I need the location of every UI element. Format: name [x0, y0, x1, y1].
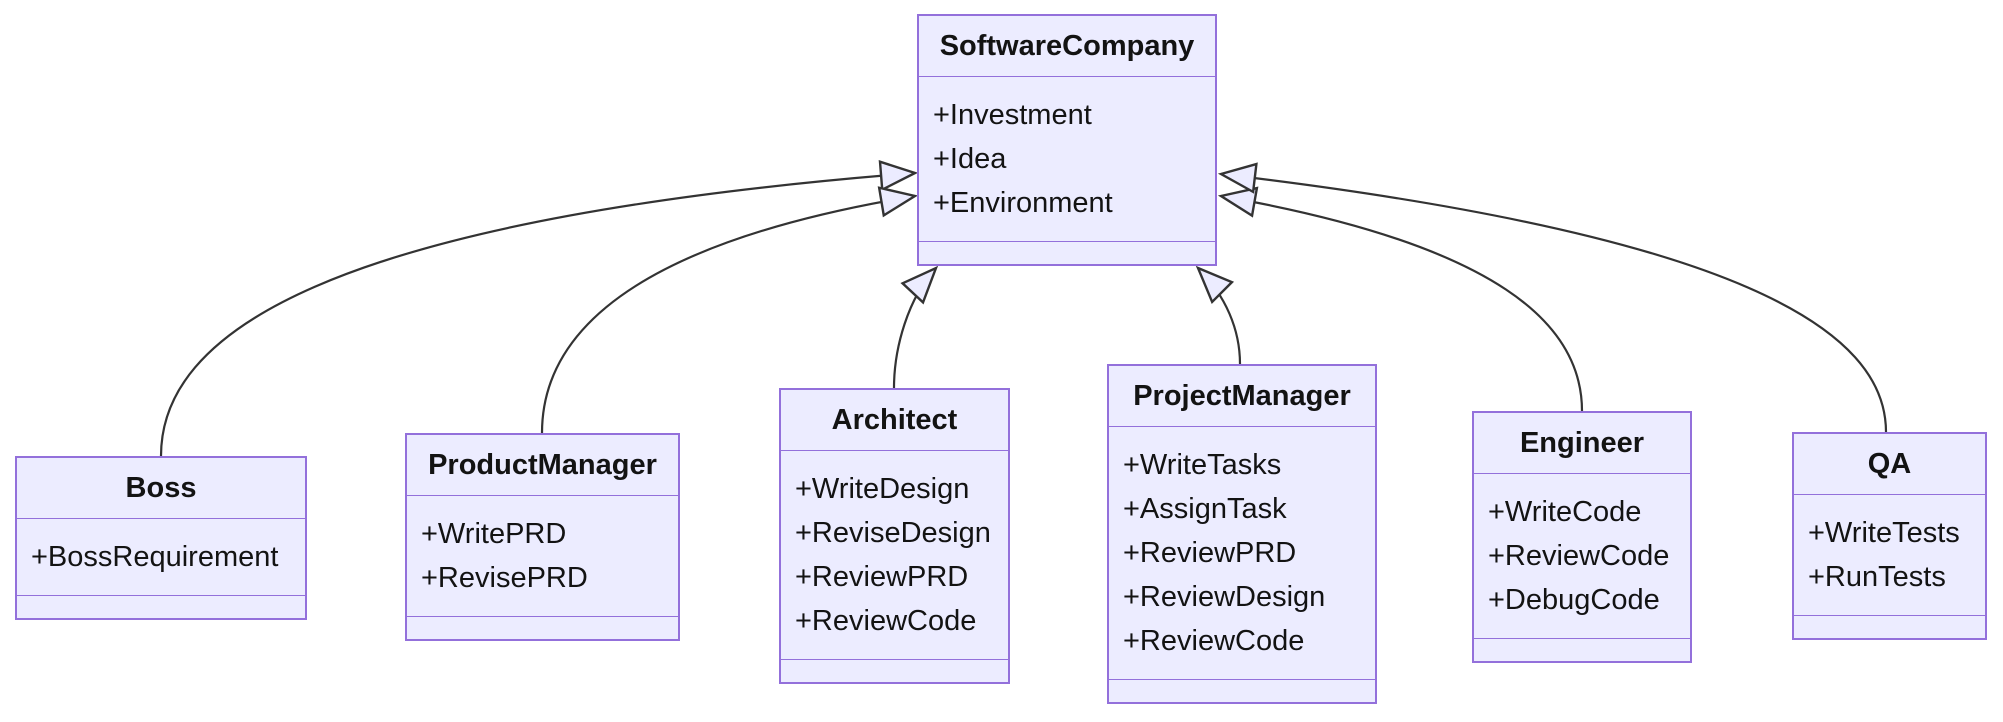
edge-boss-to-softwarecompany [159, 173, 915, 457]
class-softwarecompany[interactable]: SoftwareCompany +Investment +Idea +Envir… [917, 14, 1217, 266]
edge-engineer-to-softwarecompany [1221, 196, 1584, 412]
class-attribute: +BossRequirement [31, 541, 279, 573]
class-title: SoftwareCompany [919, 16, 1215, 77]
class-attribute: +ReviseDesign [795, 517, 991, 549]
class-attribute: +AssignTask [1123, 493, 1287, 525]
class-attribute: +WriteCode [1488, 496, 1642, 528]
class-methods-empty [781, 659, 1008, 682]
class-title: Boss [17, 458, 305, 519]
class-attribute: +DebugCode [1488, 584, 1660, 616]
class-boss[interactable]: Boss +BossRequirement [15, 456, 307, 620]
class-attribute: +RevisePRD [421, 562, 588, 594]
class-title: ProjectManager [1109, 366, 1375, 427]
class-attributes: +WriteDesign +ReviseDesign +ReviewPRD +R… [781, 451, 1008, 659]
class-methods-empty [17, 595, 305, 618]
class-attribute: +ReviewPRD [795, 561, 969, 593]
class-attribute: +RunTests [1808, 561, 1946, 593]
class-attribute: +WriteDesign [795, 473, 970, 505]
class-qa[interactable]: QA +WriteTests +RunTests [1792, 432, 1987, 640]
class-attribute: +Investment [933, 99, 1092, 131]
class-productmanager[interactable]: ProductManager +WritePRD +RevisePRD [405, 433, 680, 641]
class-methods-empty [1474, 638, 1690, 661]
class-title: ProductManager [407, 435, 678, 496]
class-attributes: +Investment +Idea +Environment [919, 77, 1215, 241]
class-attributes: +BossRequirement [17, 519, 305, 595]
class-attributes: +WriteTests +RunTests [1794, 495, 1985, 615]
class-attributes: +WritePRD +RevisePRD [407, 496, 678, 616]
class-title: QA [1794, 434, 1985, 495]
class-attributes: +WriteCode +ReviewCode +DebugCode [1474, 474, 1690, 638]
class-attribute: +WriteTasks [1123, 449, 1282, 481]
class-architect[interactable]: Architect +WriteDesign +ReviseDesign +Re… [779, 388, 1010, 684]
edge-productmanager-to-softwarecompany [540, 196, 915, 434]
class-attribute: +ReviewCode [1488, 540, 1670, 572]
edge-architect-to-softwarecompany [892, 268, 936, 389]
class-engineer[interactable]: Engineer +WriteCode +ReviewCode +DebugCo… [1472, 411, 1692, 663]
class-attribute: +ReviewCode [795, 605, 977, 637]
class-title: Architect [781, 390, 1008, 451]
class-attribute: +ReviewCode [1123, 625, 1305, 657]
class-attribute: +Idea [933, 143, 1007, 175]
class-attribute: +WriteTests [1808, 517, 1960, 549]
class-projectmanager[interactable]: ProjectManager +WriteTasks +AssignTask +… [1107, 364, 1377, 704]
class-attribute: +ReviewPRD [1123, 537, 1297, 569]
class-title: Engineer [1474, 413, 1690, 474]
edge-qa-to-softwarecompany [1221, 174, 1888, 433]
class-attributes: +WriteTasks +AssignTask +ReviewPRD +Revi… [1109, 427, 1375, 679]
class-attribute: +WritePRD [421, 518, 567, 550]
class-methods-empty [1794, 615, 1985, 638]
class-methods-empty [1109, 679, 1375, 702]
edge-projectmanager-to-softwarecompany [1198, 268, 1242, 365]
class-methods-empty [407, 616, 678, 639]
class-attribute: +ReviewDesign [1123, 581, 1326, 613]
class-methods-empty [919, 241, 1215, 264]
class-attribute: +Environment [933, 187, 1113, 219]
